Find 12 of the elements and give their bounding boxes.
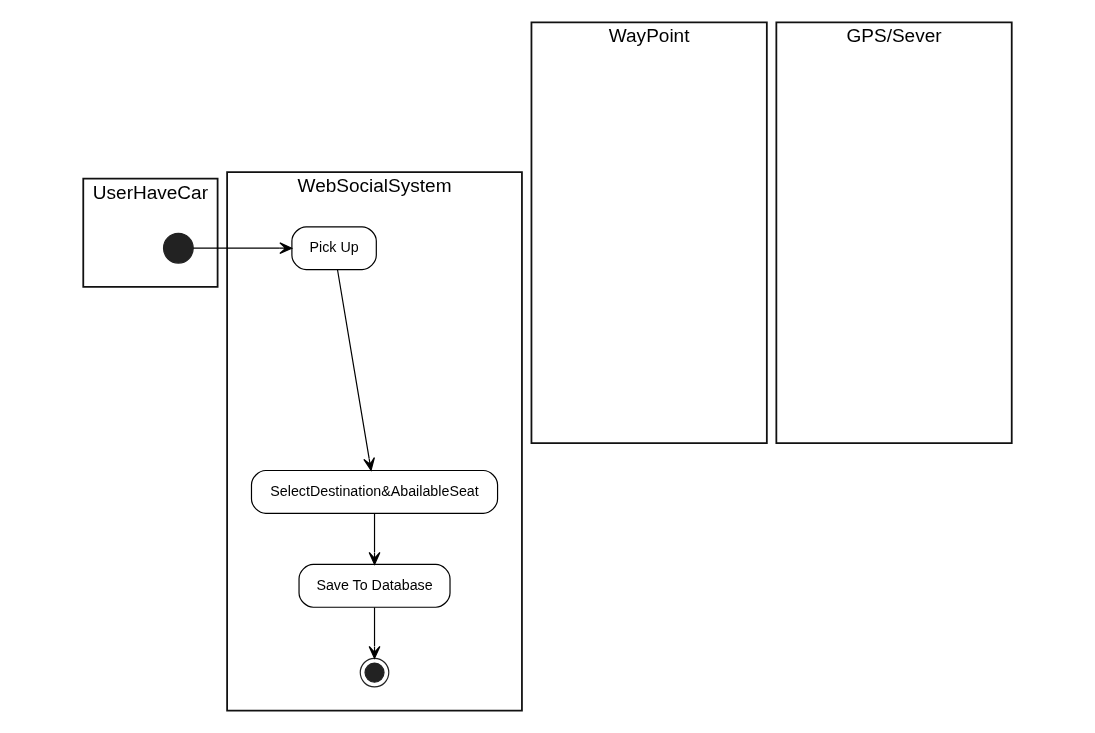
node-box: Save To Database [298, 563, 451, 608]
node-circle [162, 232, 194, 264]
node-box: GPS/Sever [775, 21, 1013, 445]
node-bullseye [359, 657, 390, 688]
node-box: Pick Up [291, 226, 377, 271]
arrow [368, 606, 381, 659]
node-box: WayPoint [530, 21, 768, 445]
arrow [368, 512, 381, 565]
cluster: UserHaveCar [82, 177, 219, 288]
arrow [192, 242, 293, 255]
node-box: SelectDestination&AbailableSeat [250, 469, 499, 514]
arrow [336, 269, 375, 471]
